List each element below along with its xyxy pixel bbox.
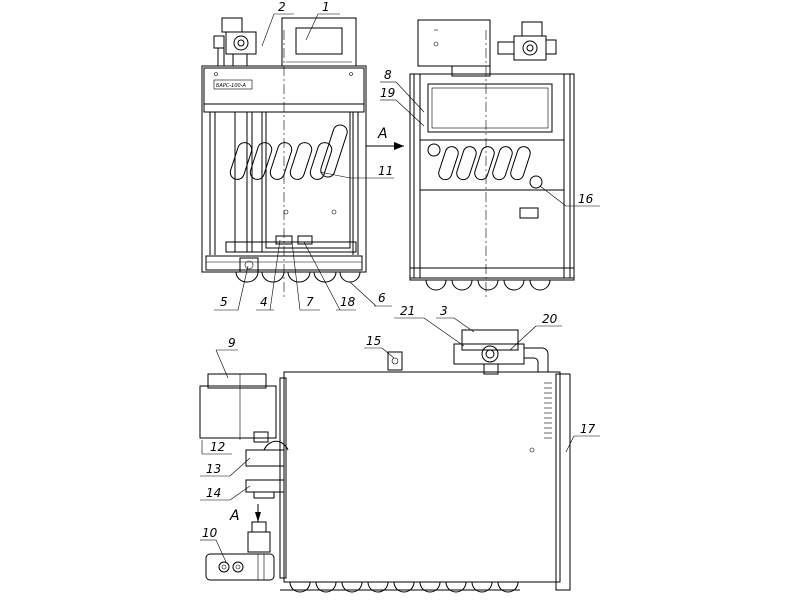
callout-15: 15 [366, 334, 381, 348]
side-burner-outlets [289, 581, 519, 593]
callout-21: 21 [400, 304, 415, 318]
callout-20: 20 [542, 312, 558, 326]
callout-12: 12 [210, 440, 225, 454]
view-a-arrow-label: А [377, 126, 388, 142]
side-view-leaders [200, 317, 600, 563]
front-view: БАРС-100-А [201, 17, 367, 300]
callout-3: 3 [440, 304, 448, 318]
callout-14: 14 [206, 486, 221, 500]
side-vent-slots [544, 382, 552, 439]
callout-2: 2 [278, 0, 286, 14]
gas-valve-top-left [213, 17, 257, 67]
control-panel-box [281, 17, 357, 67]
view-a-burner-outlets [425, 279, 551, 291]
callout-17: 17 [580, 422, 596, 436]
callout-7: 7 [306, 295, 314, 309]
front-view-leaders [214, 13, 394, 311]
nameplate-label: БАРС-100-А [216, 83, 247, 89]
callout-13: 13 [206, 462, 221, 476]
callout-9: 9 [228, 336, 236, 350]
burner-tubes-front [229, 124, 348, 180]
callout-6: 6 [378, 291, 386, 305]
callout-11: 11 [378, 164, 393, 178]
callout-5: 5 [220, 295, 228, 309]
callout-4: 4 [260, 295, 268, 309]
callout-19: 19 [380, 86, 395, 100]
callout-labels: 1 2 3 4 5 6 7 8 9 10 11 12 13 14 15 16 1… [202, 0, 596, 540]
callout-8: 8 [384, 68, 392, 82]
view-a-drawing [409, 19, 575, 300]
view-a-leaders [380, 81, 600, 207]
view-a-title: А [229, 508, 240, 524]
callout-1: 1 [322, 0, 330, 14]
view-a-arrow [366, 142, 404, 150]
callout-16: 16 [578, 192, 594, 206]
front-burner-outlets [235, 271, 361, 283]
callout-18: 18 [340, 295, 356, 309]
side-view [199, 329, 571, 593]
burner-tubes-view-a [438, 146, 531, 181]
callout-10: 10 [202, 526, 218, 540]
